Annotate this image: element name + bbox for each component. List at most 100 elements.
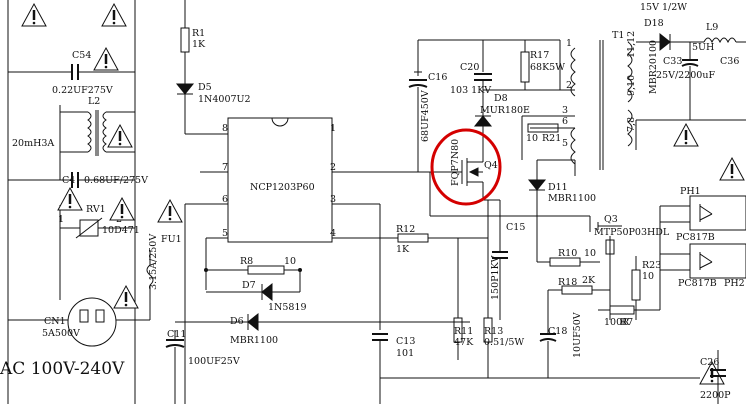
c15-label: C15 — [506, 222, 525, 233]
ic-pin4: 4 — [330, 228, 336, 239]
t1-pin11: 11,12 — [626, 31, 637, 58]
r23-resistor — [631, 269, 641, 301]
d8-diode — [473, 115, 493, 127]
q3-label: Q3 — [604, 214, 618, 225]
r17-value: 68K5W — [530, 62, 565, 73]
transformer-t1: T1 1 2 3 6 5 11,12 9,10 7,8 10 R21 — [521, 30, 637, 176]
warning-triangle-icon — [93, 46, 119, 71]
warning-triangle-icon — [719, 156, 745, 181]
l9-value: 5UH — [692, 42, 714, 53]
controller-section: R1 1K D5 1N4007U2 NCP1203P60 8 7 6 5 1 2… — [175, 0, 430, 404]
ac-input-label: AC 100V-240V — [0, 359, 125, 379]
cn1-value: 5A500V — [42, 328, 80, 339]
ic-pin1: 1 — [330, 123, 336, 134]
ph2-optocoupler — [689, 243, 746, 279]
cn1-label: CN1 — [44, 316, 66, 327]
r10-value: 10 — [584, 248, 596, 259]
d8-label: D8 — [494, 93, 508, 104]
r17-label: R17 — [530, 50, 549, 61]
c11-label: C11 — [167, 329, 186, 340]
t1-pin2: 2 — [566, 80, 572, 91]
c18-label: C18 — [548, 326, 567, 337]
l2-value: 20mH3A — [12, 138, 54, 149]
r21-value: 10 — [526, 133, 538, 144]
aux-winding-section: D11 MBR1100 Q3 MTP50P03HDL R10 10 R23 10… — [429, 159, 670, 328]
c26-value: 2200P — [700, 390, 731, 401]
d7-diode — [261, 282, 273, 302]
c11-value: 100UF25V — [188, 356, 240, 367]
t1-pin3: 3 — [562, 105, 568, 116]
r8-label: R8 — [240, 256, 253, 267]
r11-value: 47K — [454, 337, 474, 348]
rv1-label: RV1 — [86, 204, 106, 215]
r10-label: R10 — [558, 248, 577, 259]
warning-triangles — [21, 2, 745, 385]
t1-pin1: 1 — [566, 38, 572, 49]
d5-label: D5 — [198, 82, 212, 93]
r8-resistor — [247, 265, 285, 275]
c20-label: C20 — [460, 62, 479, 73]
fu1-label: FU1 — [161, 234, 182, 245]
rv1-value: 10D471 — [102, 225, 140, 236]
d5-value: 1N4007U2 — [198, 94, 251, 105]
top-partial-label: 15V 1/2W — [640, 2, 687, 13]
ic-pin7: 7 — [222, 162, 228, 173]
fu1-value: 3.15A/250V — [148, 234, 159, 290]
d7-value: 1N5819 — [268, 302, 307, 313]
r13-value: 0.51/5W — [484, 337, 524, 348]
q4-value: FQP7N80 — [450, 139, 461, 186]
ic-pin3: 3 — [330, 194, 336, 205]
l9-label: L9 — [706, 22, 718, 33]
warning-triangle-icon — [107, 123, 133, 148]
t1-pin5: 5 — [562, 138, 568, 149]
r12-value: 1K — [396, 244, 410, 255]
ic-pin5: 5 — [222, 228, 228, 239]
t1-pin9: 9,10 — [626, 75, 637, 96]
r13-label: R13 — [484, 326, 503, 337]
d18-diode — [659, 32, 671, 52]
ph1-value: PC817B — [676, 232, 715, 243]
r1-resistor — [180, 27, 190, 53]
ph2-value: PC817B — [678, 278, 717, 289]
q4-highlight-circle — [430, 128, 502, 206]
warning-triangle-icon — [113, 284, 139, 309]
warning-triangle-icon — [57, 186, 83, 211]
l2-label: L2 — [88, 96, 100, 107]
r23-value: 10 — [642, 271, 654, 282]
ph1-label: PH1 — [680, 186, 701, 197]
r21-label: R21 — [542, 133, 561, 144]
r8-value: 10 — [284, 256, 296, 267]
r18-value: 2K — [582, 275, 596, 286]
ic-pin6: 6 — [222, 194, 228, 205]
ic-pin8: 8 — [222, 123, 228, 134]
t1-pin6: 6 — [562, 116, 568, 127]
ph2-label: PH2 — [724, 278, 745, 289]
r21-resistor — [527, 123, 559, 133]
warning-triangle-icon — [101, 2, 127, 27]
d18-label: D18 — [644, 18, 664, 29]
c18-value: 10UF50V — [572, 312, 583, 358]
r18-label: R18 — [558, 277, 577, 288]
r23-label: R23 — [642, 260, 661, 271]
c4-label: C4 — [62, 175, 75, 186]
warning-triangle-icon — [673, 122, 699, 147]
c54-label: C54 — [72, 50, 91, 61]
r10-resistor — [549, 257, 581, 267]
input-filter-section: C54 0.22UF275V L2 20mH3A C4 0.68UF/275V … — [0, 0, 182, 404]
warning-triangle-icon — [157, 198, 183, 223]
d6-value: MBR1100 — [230, 335, 278, 346]
d5-diode — [175, 83, 195, 95]
c33-label: C33 — [663, 56, 682, 67]
ncp1203-ic — [227, 117, 333, 243]
d11-label: D11 — [548, 182, 568, 193]
d6-diode — [247, 312, 259, 332]
d6-label: D6 — [230, 316, 244, 327]
r7-value: 100R — [604, 317, 630, 328]
ph1-optocoupler — [689, 195, 746, 231]
c54-value: 0.22UF275V — [52, 85, 113, 96]
rv1-pin1: 1 — [58, 214, 64, 225]
c15-value: 150P1KV — [490, 255, 501, 300]
c33-value: 25V/2200uF — [656, 70, 715, 81]
ic-pin2: 2 — [330, 162, 336, 173]
